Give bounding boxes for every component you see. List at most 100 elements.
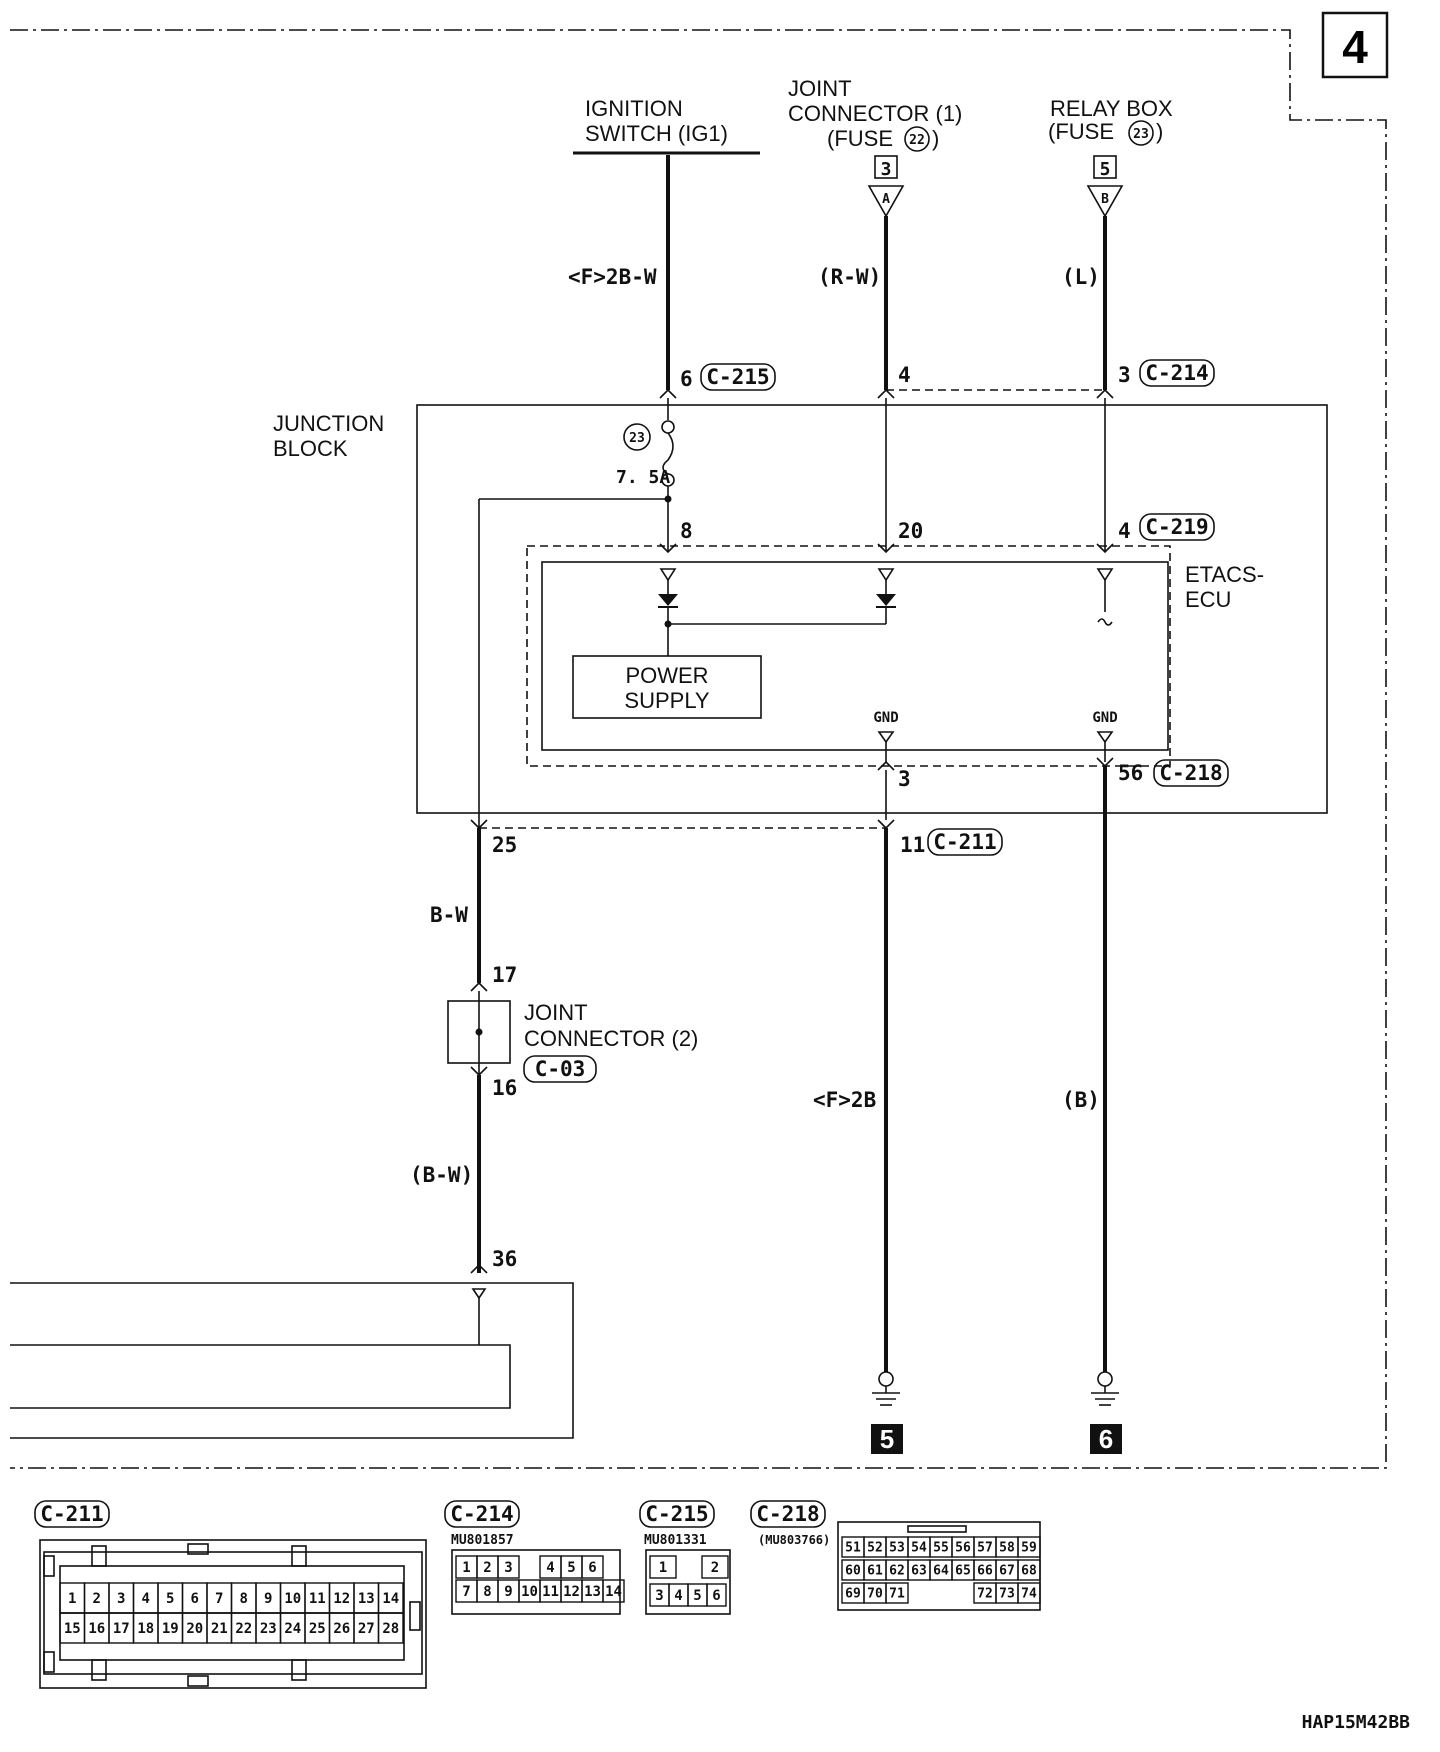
connector-pin-number: 72 xyxy=(977,1587,993,1602)
connector-tag-c214: C-214 xyxy=(1139,359,1215,387)
connector-pin-number: 3 xyxy=(117,1591,125,1607)
svg-text:MU801331: MU801331 xyxy=(644,1533,707,1548)
connector-pin-number: 66 xyxy=(977,1564,993,1579)
svg-text:25: 25 xyxy=(492,833,517,857)
power-supply-label-2: SUPPLY xyxy=(624,688,710,713)
wire-color-gnd1: <F>2B xyxy=(813,1088,876,1112)
connector-pin-number: 13 xyxy=(358,1591,375,1607)
connector-pin-number: 5 xyxy=(166,1591,174,1607)
connector-pin-number: 57 xyxy=(977,1541,993,1556)
etacs-internal xyxy=(658,568,1114,762)
svg-text:C-218: C-218 xyxy=(1159,761,1222,785)
connector-pin-number: 16 xyxy=(88,1621,105,1637)
connector-pin-number: 4 xyxy=(674,1588,682,1604)
gnd-label-2: GND xyxy=(1092,710,1117,726)
wire-color-ign: <F>2B-W xyxy=(568,265,657,289)
svg-text:56: 56 xyxy=(1118,761,1143,785)
connector-cavity xyxy=(706,1583,727,1607)
relay-label-1: RELAY BOX xyxy=(1050,96,1173,121)
junction-block-label-1: JUNCTION xyxy=(273,411,384,436)
power-supply-block xyxy=(572,655,762,719)
gnd-label-1: GND xyxy=(873,710,898,726)
page-number-box xyxy=(1321,11,1389,79)
connector-pin-number: 52 xyxy=(867,1541,883,1556)
connector-cavity xyxy=(885,1582,909,1604)
joint1-label-close: ) xyxy=(932,126,939,151)
fuse-number: 23 xyxy=(629,431,645,446)
connector-pin-number: 9 xyxy=(264,1591,272,1607)
fuse-23: 23 7. 5A xyxy=(616,423,670,488)
ground-ref-6: 6 xyxy=(1099,1424,1113,1454)
connector-cavity xyxy=(1017,1536,1041,1558)
svg-text:B: B xyxy=(1101,192,1109,207)
joint2-label-1: JOINT xyxy=(524,1000,588,1025)
connector-cavity xyxy=(602,1579,625,1603)
connector-pin-number: 24 xyxy=(284,1621,301,1637)
joint1-fuse-number: 22 xyxy=(909,133,925,148)
svg-text:C-214: C-214 xyxy=(450,1502,513,1526)
connector-cavity xyxy=(1017,1582,1041,1604)
connector-pin-number: 26 xyxy=(333,1621,350,1637)
connector-pin-number: 21 xyxy=(211,1621,228,1637)
connector-pin-number: 8 xyxy=(483,1584,491,1600)
connector-pin-number: 14 xyxy=(605,1584,622,1600)
top-connector-pins: 6 4 3 xyxy=(659,363,1131,399)
connector-pin-number: 71 xyxy=(889,1587,905,1602)
connector-pin-number: 56 xyxy=(955,1541,971,1556)
svg-text:16: 16 xyxy=(492,1076,517,1100)
svg-text:5: 5 xyxy=(1100,159,1111,180)
svg-text:C-03: C-03 xyxy=(535,1057,586,1081)
svg-text:C-215: C-215 xyxy=(645,1502,708,1526)
connector-pin-number: 64 xyxy=(933,1564,949,1579)
connector-pin-number: 74 xyxy=(1021,1587,1037,1602)
connector-cavity xyxy=(497,1555,520,1579)
connector-tag-c219: C-219 xyxy=(1139,513,1215,541)
connector-pin-number: 10 xyxy=(284,1591,301,1607)
fuse-rating: 7. 5A xyxy=(616,467,670,488)
connector-cavity xyxy=(649,1555,677,1579)
svg-text:(MU803766): (MU803766) xyxy=(758,1533,830,1547)
connector-pin-number: 7 xyxy=(215,1591,223,1607)
wire-color-bw: B-W xyxy=(430,903,468,927)
wire-color-relay: (L) xyxy=(1062,265,1100,289)
svg-text:3: 3 xyxy=(881,159,892,180)
connector-cavity xyxy=(581,1555,604,1579)
connector-pin-number: 6 xyxy=(712,1588,720,1604)
ignition-label-2: SWITCH (IG1) xyxy=(585,121,728,146)
connector-pin-number: 53 xyxy=(889,1541,905,1556)
svg-text:C-219: C-219 xyxy=(1145,515,1208,539)
connector-pin-number: 6 xyxy=(191,1591,199,1607)
svg-text:6: 6 xyxy=(680,367,693,391)
pin-4-c219: 4 xyxy=(1118,519,1131,543)
relay-fuse-number: 23 xyxy=(1133,127,1149,142)
ground-ref-5: 5 xyxy=(880,1424,894,1454)
connector-cavity xyxy=(701,1555,729,1579)
connector-pin-number: 3 xyxy=(504,1560,512,1576)
connector-pin-number: 1 xyxy=(462,1560,470,1576)
connector-pin-number: 19 xyxy=(162,1621,179,1637)
connector-pin-number: 15 xyxy=(64,1621,81,1637)
svg-text:C-215: C-215 xyxy=(706,365,769,389)
svg-text:MU801857: MU801857 xyxy=(451,1533,514,1548)
connector-pin-number: 2 xyxy=(711,1560,719,1576)
svg-text:A: A xyxy=(882,192,890,207)
connector-pin-number: 54 xyxy=(911,1541,927,1556)
power-supply-label-1: POWER xyxy=(625,663,708,688)
connector-pin-number: 61 xyxy=(867,1564,883,1579)
junction-internal-wiring xyxy=(478,398,1114,828)
svg-text:3: 3 xyxy=(1118,363,1131,387)
connector-cavity xyxy=(377,1612,404,1644)
connector-pin-number: 23 xyxy=(260,1621,277,1637)
svg-text:3: 3 xyxy=(898,767,911,791)
svg-text:C-218: C-218 xyxy=(756,1502,819,1526)
connector-pin-number: 20 xyxy=(186,1621,203,1637)
etacs-ecu xyxy=(541,561,1169,751)
connector-pin-number: 2 xyxy=(93,1591,101,1607)
svg-text:17: 17 xyxy=(492,963,517,987)
lower-module: 36 xyxy=(10,1247,574,1439)
wire-color-bw2: (B-W) xyxy=(410,1163,473,1187)
ground-symbol-6: 6 xyxy=(1090,1371,1122,1454)
connector-tag-c03: C-03 xyxy=(523,1055,597,1083)
